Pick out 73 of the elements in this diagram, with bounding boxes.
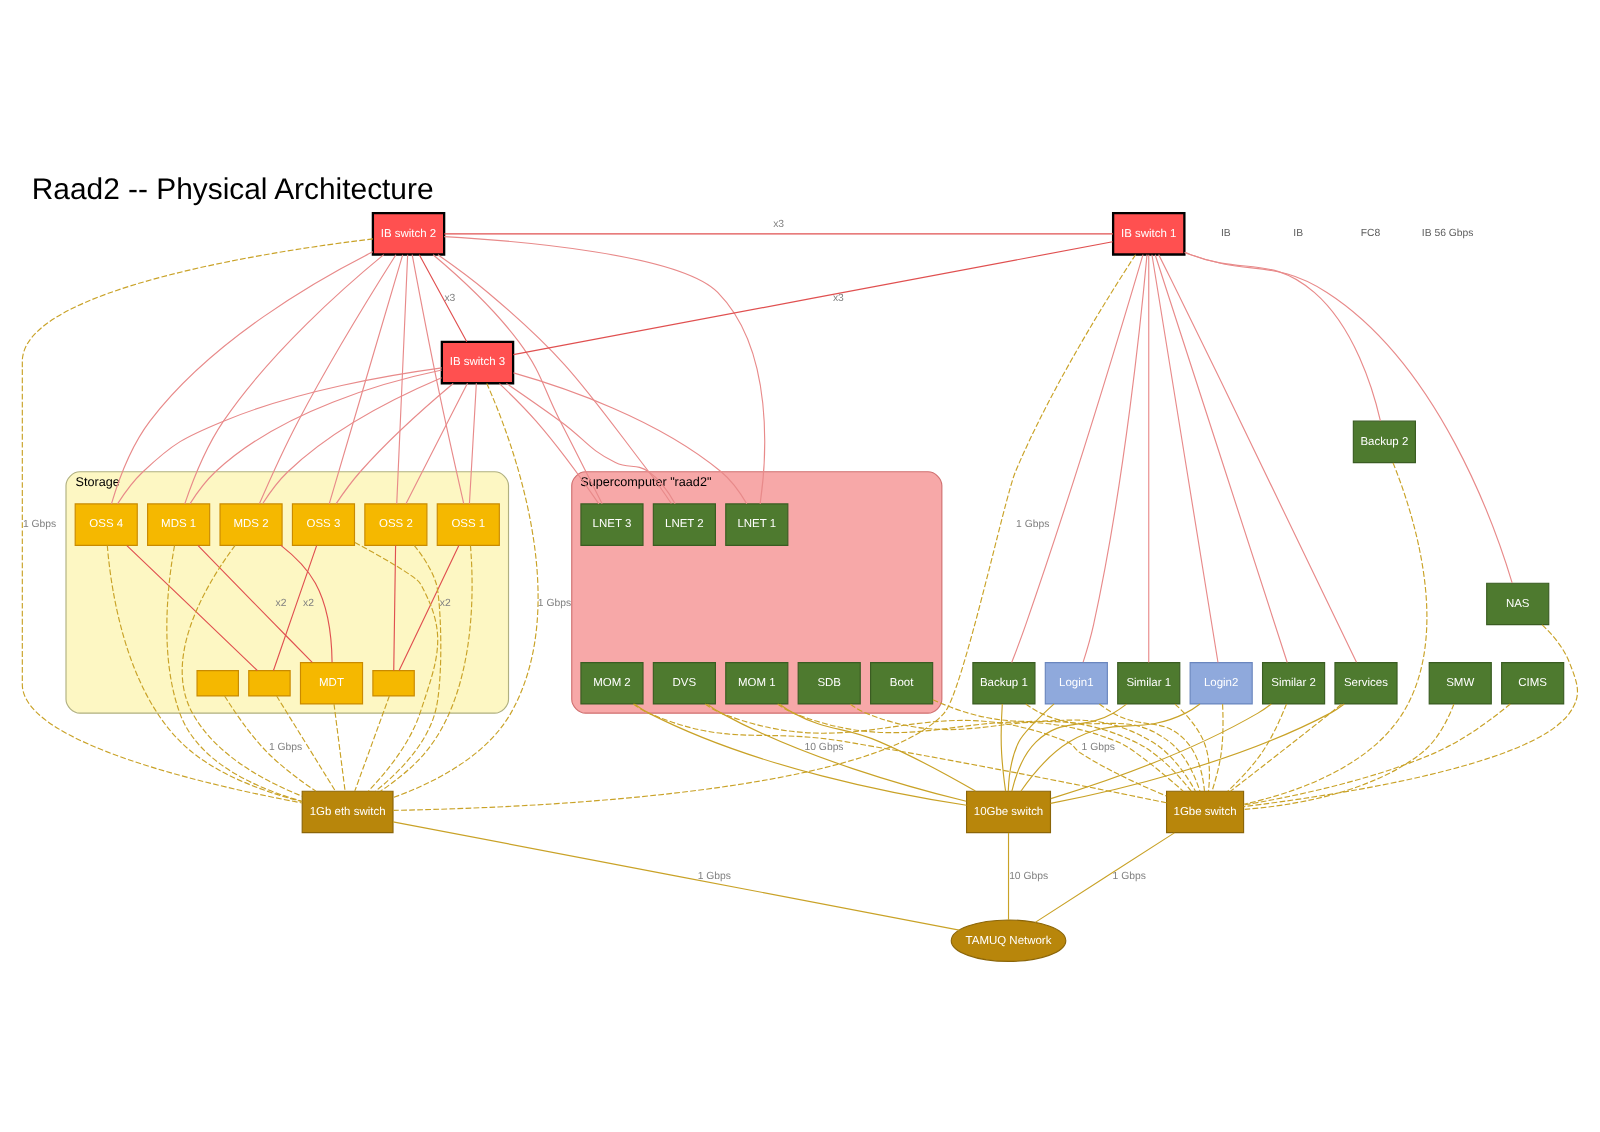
connector: [197, 544, 313, 663]
connector: [1184, 251, 1513, 584]
connector: [117, 367, 443, 505]
connector: [1243, 703, 1455, 810]
connector: [1158, 254, 1358, 663]
connector: [335, 382, 454, 505]
connector: [1148, 254, 1150, 664]
connector: [1050, 703, 1272, 800]
connector: [512, 241, 1114, 356]
connector: [1230, 703, 1343, 792]
connector: [280, 544, 333, 663]
connector: [1174, 703, 1210, 792]
connector: [1211, 703, 1224, 792]
connector: [1050, 703, 1345, 804]
connector: [189, 369, 443, 505]
connector: [1007, 832, 1010, 921]
connector: [932, 699, 1196, 792]
connector: [418, 254, 468, 343]
connector: [396, 254, 409, 505]
connector: [505, 382, 676, 505]
connector: [779, 703, 976, 792]
connector: [1000, 703, 1007, 792]
connector: [21, 238, 374, 804]
connector: [262, 377, 443, 504]
connector: [777, 703, 1184, 792]
connector: [1098, 703, 1206, 792]
node-box: [196, 670, 239, 697]
connector: [1082, 254, 1148, 663]
connector: [411, 254, 465, 505]
connector: [443, 233, 1114, 235]
connector: [380, 544, 473, 792]
connector: [1243, 462, 1428, 805]
connector: [633, 703, 968, 806]
connector: [106, 544, 303, 803]
connector: [405, 382, 469, 505]
node-box: [248, 670, 291, 697]
connector: [498, 383, 600, 505]
connector: [375, 544, 442, 792]
connector: [184, 254, 385, 505]
connector: [333, 703, 346, 792]
connector: [706, 703, 967, 802]
connector: [1243, 624, 1579, 808]
connector: [468, 382, 477, 505]
connector: [1227, 703, 1288, 792]
connector: [1011, 703, 1128, 792]
connector: [224, 695, 317, 792]
connector: [1007, 703, 1055, 792]
connector: [1151, 254, 1219, 664]
connector: [354, 695, 390, 792]
connector: [398, 545, 460, 672]
connector: [432, 254, 603, 505]
node-box: [372, 670, 415, 697]
diagram-title: Raad2 -- Physical Architecture: [31, 173, 434, 208]
connector: [392, 254, 1137, 811]
connector: [704, 703, 1167, 797]
connector: [849, 703, 1192, 792]
connector: [1154, 254, 1288, 664]
connector: [354, 541, 439, 792]
connector: [328, 254, 404, 505]
connector: [126, 545, 258, 672]
connector: [392, 382, 539, 799]
connector: [1243, 703, 1511, 806]
connector: [443, 236, 766, 505]
connector: [272, 545, 318, 672]
connector: [393, 545, 397, 672]
connector: [1011, 253, 1144, 664]
connector: [110, 251, 374, 505]
connector: [1034, 832, 1175, 923]
connector: [276, 695, 336, 792]
connector: [258, 254, 397, 505]
connector: [392, 821, 960, 931]
connector: [512, 372, 748, 505]
connector: [632, 703, 1167, 804]
